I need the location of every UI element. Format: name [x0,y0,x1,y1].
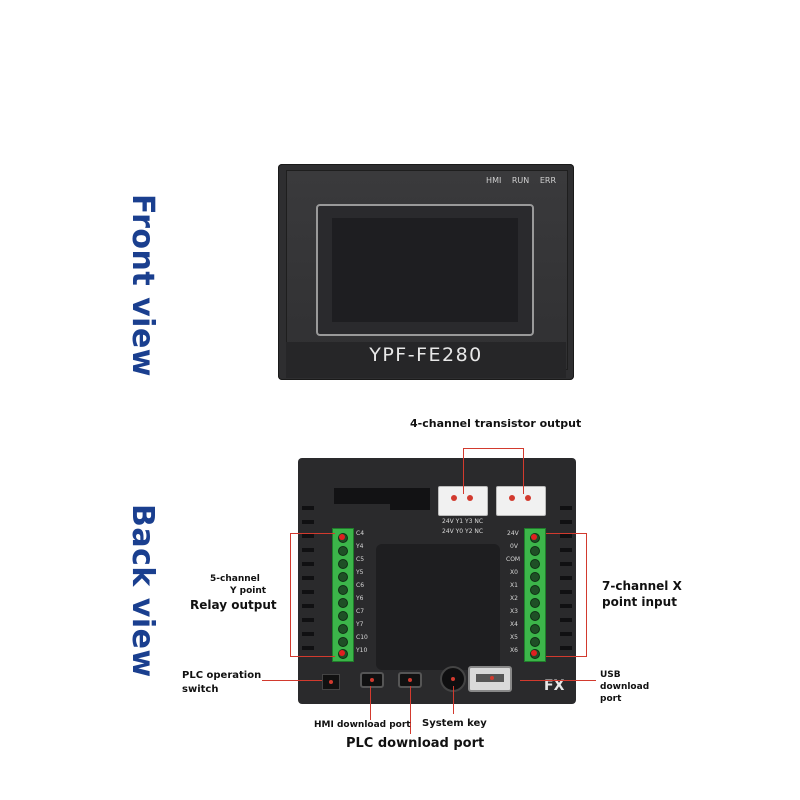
terminal-label: C10 [356,634,368,641]
terminal-label: C4 [356,530,365,537]
vent-slot [560,618,572,622]
terminal-label: X3 [510,608,518,615]
vent-slot [560,506,572,510]
vent-slot [560,562,572,566]
terminal-label: 24V [507,530,519,537]
led-run: RUN [511,176,530,185]
vent-slot [302,646,314,650]
vent-slot [302,548,314,552]
callout-system-key: System key [422,718,487,729]
touch-screen-frame [316,204,534,336]
callout-line [520,680,596,681]
vent-slot [302,590,314,594]
terminal-label: C6 [356,582,365,589]
back-device: 24V Y1 Y3 NC 24V Y0 Y2 NC C4 Y4 C5 Y5 C6… [298,458,576,704]
terminal-label: Y10 [356,647,368,654]
x-terminal-block[interactable] [524,528,546,662]
vent-slot [302,576,314,580]
callout-line [463,448,523,449]
callout-transistor-output: 4-channel transistor output [410,417,582,430]
callout-usb-line2: download [600,682,650,692]
vent-slot [302,520,314,524]
callout-plc-switch-line1: PLC operation [182,670,262,681]
front-view-label: Front view [125,194,160,378]
callout-line [262,680,322,681]
terminal-label: Y7 [356,621,364,628]
callout-x-line2: point input [602,595,677,609]
callout-bracket-right [546,533,587,657]
callout-hmi-port: HMI download port [314,720,411,730]
led-hmi: HMI [486,176,502,185]
callout-line [410,686,411,734]
touch-screen[interactable] [332,218,518,322]
connector-label-2: 24V Y0 Y2 NC [442,528,484,535]
callout-usb-line1: USB [600,670,621,680]
vent-slot [560,646,572,650]
vent-slot [560,534,572,538]
terminal-label: Y6 [356,595,364,602]
terminal-label: 0V [510,543,518,550]
hmi-download-port[interactable] [360,672,384,688]
terminal-label: Y4 [356,543,364,550]
model-strip [286,342,566,378]
callout-line [453,686,454,714]
terminal-label: X6 [510,647,518,654]
callout-plc-port: PLC download port [346,736,485,751]
vent-slot [560,632,572,636]
terminal-label: COM [506,556,521,563]
back-view-label: Back view [125,504,160,678]
terminal-label: X0 [510,569,518,576]
callout-y-line2: Y point [230,586,267,596]
vent-slot [302,604,314,608]
vent-slot [302,562,314,566]
usb-port[interactable] [468,666,512,692]
vent-slot [302,632,314,636]
terminal-label: C5 [356,556,365,563]
plc-operation-switch[interactable] [322,674,340,690]
callout-bracket-left [290,533,335,657]
callout-line [463,448,464,494]
callout-line [523,448,524,494]
model-name: YPF-FE280 [369,344,483,366]
terminal-label: X2 [510,595,518,602]
led-err: ERR [539,176,556,185]
vent-slot [302,534,314,538]
vent-slot [560,548,572,552]
terminal-label: X1 [510,582,518,589]
vent-slot [560,520,572,524]
top-slot [334,488,430,504]
vent-slot [560,604,572,608]
terminal-label: C7 [356,608,365,615]
y-terminal-block[interactable] [332,528,354,662]
callout-x-line1: 7-channel X [602,579,682,593]
connector-label-1: 24V Y1 Y3 NC [442,518,484,525]
terminal-label: X4 [510,621,518,628]
vent-slot [302,506,314,510]
fx-label: FX [544,678,565,694]
callout-relay-output: Relay output [190,598,277,612]
status-leds: HMI RUN ERR [478,176,556,185]
callout-plc-switch-line2: switch [182,684,219,695]
vent-slot [560,590,572,594]
front-device: HMI RUN ERR YPF-FE280 [278,164,574,380]
vent-slot [560,576,572,580]
vent-slot [302,618,314,622]
top-slot [390,502,430,510]
callout-line [370,686,371,720]
callout-y-line1: 5-channel [210,574,260,584]
back-center-panel [376,544,500,670]
terminal-label: Y5 [356,569,364,576]
callout-usb-line3: port [600,694,622,704]
terminal-label: X5 [510,634,518,641]
transistor-connector-right[interactable] [496,486,546,516]
